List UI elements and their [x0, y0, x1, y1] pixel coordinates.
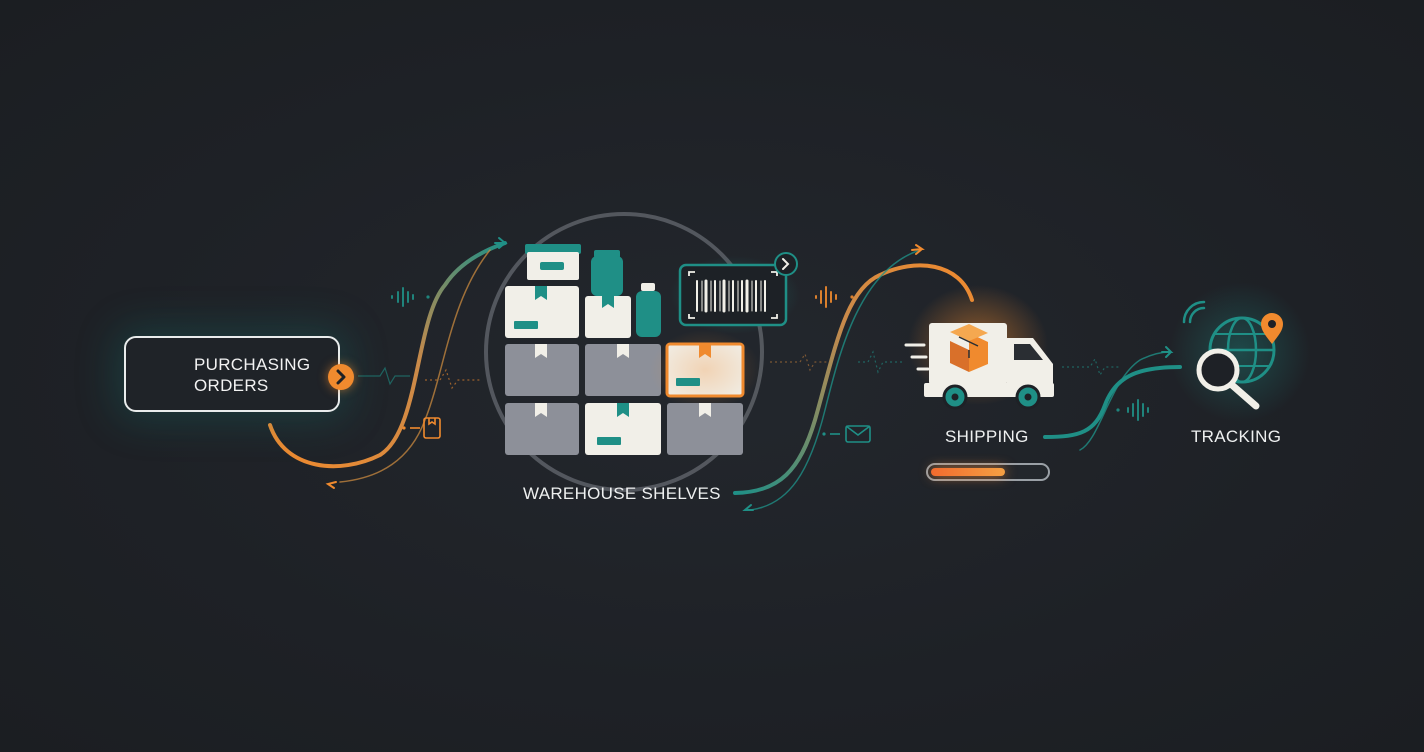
purchasing-orders-card[interactable]: PURCHASING ORDERS	[124, 336, 354, 412]
purchasing-orders-line2: ORDERS	[194, 376, 269, 395]
connector-shipping-to-tracking	[1043, 346, 1182, 451]
waveform-icon	[1116, 399, 1149, 421]
shipping-progress-bar	[926, 463, 1050, 481]
connector-warehouse-to-shipping	[733, 244, 974, 511]
delivery-truck-icon	[904, 285, 1054, 410]
shipping-progress-fill	[931, 468, 1005, 476]
purchasing-orders-label: PURCHASING ORDERS	[194, 354, 310, 396]
waveform-icon	[815, 286, 854, 308]
waveform-icon	[391, 287, 430, 307]
warehouse-shelves-illustration	[484, 212, 764, 492]
heartbeat-line	[358, 350, 1120, 390]
warehouse-shelves-label: WAREHOUSE SHELVES	[523, 484, 721, 503]
mail-icon	[822, 425, 871, 443]
chevron-right-icon[interactable]	[328, 364, 354, 390]
connector-po-to-warehouse	[268, 237, 508, 489]
location-pin-icon	[1261, 313, 1283, 344]
box-icon	[402, 417, 441, 439]
globe-icon	[1170, 282, 1310, 422]
purchasing-orders-line1: PURCHASING	[194, 355, 311, 374]
tracking-label: TRACKING	[1191, 427, 1282, 446]
magnifier-icon	[1196, 348, 1260, 410]
shipping-label: SHIPPING	[945, 427, 1029, 446]
barcode-scanner-icon	[670, 252, 800, 334]
